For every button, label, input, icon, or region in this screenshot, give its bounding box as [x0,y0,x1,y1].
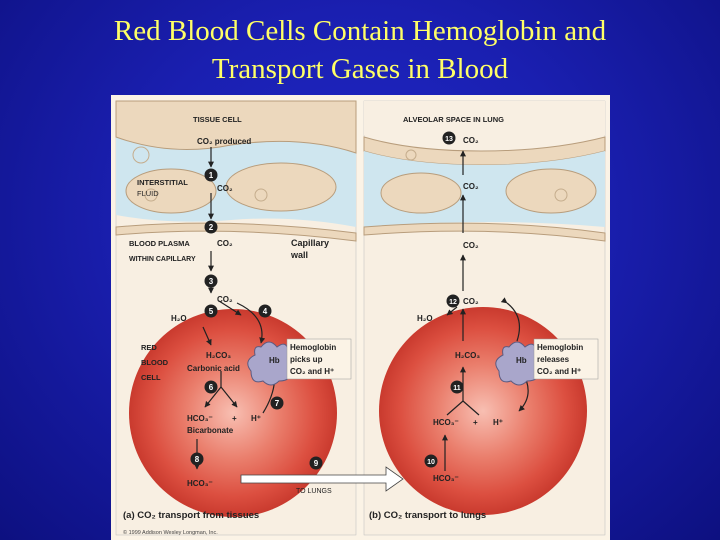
nucleus [405,149,417,161]
slide-title: Red Blood Cells Contain Hemoglobin and T… [0,12,720,88]
hb-note-box: Hemoglobin releases CO₂ and H⁺ [533,338,599,380]
step-10-marker: 10 [424,454,438,468]
hb-label: Hb [516,356,527,365]
h2co3-label: H₂CO₃ [206,351,231,360]
title-line-1: Red Blood Cells Contain Hemoglobin and [113,15,607,47]
step-number: 9 [314,459,319,468]
hb-note-line: releases [537,355,570,364]
to-lungs-label: TO LUNGS [296,488,332,495]
step-number: 7 [275,399,280,408]
hemoglobin-icon [247,341,295,386]
step-number: 3 [209,277,214,286]
step-13-marker: 13 [442,131,456,145]
step-5-marker: 5 [204,304,218,318]
alveolar-space-label: ALVEOLAR SPACE IN LUNG [403,115,504,124]
step-number: 11 [453,385,461,392]
step-number: 12 [449,299,457,306]
step-4-marker: 4 [258,304,272,318]
capillary-wall-label: wall [290,250,308,260]
co2-label: CO₂ [217,295,233,304]
co2-transport-figure: TISSUE CELL CO₂ produced INTERSTITIAL FL… [111,95,610,540]
step-6-marker: 6 [204,380,218,394]
hb-note-box: Hemoglobin picks up CO₂ and H⁺ [286,338,352,380]
step-number: 6 [209,383,214,392]
bicarbonate-label: Bicarbonate [187,426,234,435]
hb-note-line: CO₂ and H⁺ [537,367,581,376]
rbc-label: RED [141,343,157,352]
step-number: 1 [209,171,214,180]
step-12-marker: 12 [446,294,460,308]
hemoglobin-icon [495,341,543,386]
capillary-wall-label: Capillary [291,238,329,248]
step-number: 8 [195,455,200,464]
panel-b-caption: (b) CO₂ transport to lungs [369,510,486,521]
h2o-label: H₂O [171,314,187,323]
step-number: 2 [209,223,214,232]
h2o-label: H₂O [417,314,433,323]
nucleus [554,188,568,202]
co2-label: CO₂ [463,182,479,191]
nucleus [144,188,158,202]
within-capillary-label: WITHIN CAPILLARY [129,256,196,263]
alveolar-space [364,101,605,149]
rbc-label: BLOOD [141,358,169,367]
step-9-marker: 9 [309,456,323,470]
co2-produced-label: CO₂ produced [197,137,251,146]
panel-a-caption: (a) CO₂ transport from tissues [123,510,259,521]
nucleus [254,188,268,202]
co2-label: CO₂ [217,239,233,248]
hb-note-line: Hemoglobin [290,343,336,352]
plus-label: + [232,414,237,423]
tissue-cell [505,168,597,214]
copyright-text: © 1999 Addison Wesley Longman, Inc. [123,529,218,536]
h2co3-label: H₂CO₃ [455,351,480,360]
hco3-label: HCO₃⁻ [187,414,213,423]
hco3-label: HCO₃⁻ [433,418,459,427]
hco3-in-label: HCO₃⁻ [433,474,459,483]
step-number: 5 [209,307,214,316]
tissue-cell-label: TISSUE CELL [193,115,242,124]
hplus-label: H⁺ [493,418,503,427]
plus-label: + [473,418,478,427]
capillary-wall [363,222,606,242]
hb-label: Hb [269,356,280,365]
blood-plasma-label: BLOOD PLASMA [129,239,190,248]
nucleus [132,146,150,164]
step-1-marker: 1 [204,168,218,182]
tissue-cell [225,162,337,212]
step-3-marker: 3 [204,274,218,288]
hb-note-line: Hemoglobin [537,343,583,352]
step-number: 4 [263,307,268,316]
to-lungs-arrow [240,466,404,492]
tissue-cell [115,100,357,154]
tissue-cell [125,168,217,214]
capillary-wall [115,222,357,242]
co2-label: CO₂ [463,136,479,145]
co2-label: CO₂ [463,241,479,250]
title-line-2: Transport Gases in Blood [211,53,509,85]
step-number: 10 [427,459,435,466]
hplus-label: H⁺ [251,414,261,423]
step-number: 13 [445,136,453,143]
fluid-label: FLUID [137,189,159,198]
hb-note-line: CO₂ and H⁺ [290,367,334,376]
step-2-marker: 2 [204,220,218,234]
red-blood-cell [379,307,587,515]
step-8-marker: 8 [190,452,204,466]
carbonic-acid-label: Carbonic acid [187,364,240,373]
step-7-marker: 7 [270,396,284,410]
co2-label: CO₂ [217,184,233,193]
interstitial-label: INTERSTITIAL [137,178,188,187]
hco3-out-label: HCO₃⁻ [187,479,213,488]
tissue-cell [380,172,462,214]
rbc-label: CELL [141,373,161,382]
hb-note-line: picks up [290,355,323,364]
co2-label: CO₂ [463,297,479,306]
step-11-marker: 11 [450,380,464,394]
